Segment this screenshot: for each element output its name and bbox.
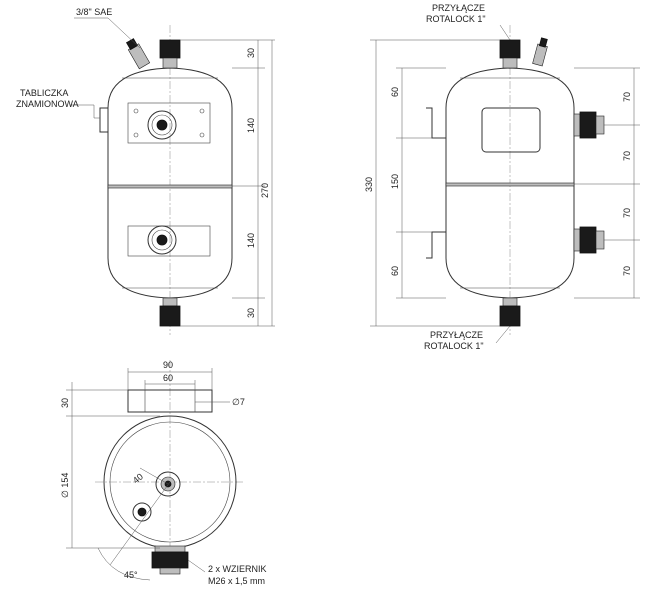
- plan-view: 90 60 ∅7 30 ∅ 154 40 45° 2 x WZIERNIK M2…: [60, 360, 267, 586]
- side-dim-glass2-top: 70: [622, 208, 632, 218]
- plan-dim-angle: 45°: [124, 570, 138, 580]
- upper-sight-plate: [127, 102, 211, 144]
- name-plate: [99, 107, 109, 133]
- sae-label: 3/8" SAE: [76, 7, 112, 17]
- side-dim-bracket-bottom: 60: [390, 266, 400, 276]
- front-bottom-rotalock: [159, 305, 181, 327]
- side-top-rotalock: [499, 39, 521, 59]
- conn-bottom-line2: ROTALOCK 1": [424, 341, 484, 351]
- side-dim-glass1-bottom: 70: [622, 151, 632, 161]
- plate-label-line1: TABLICZKA: [20, 88, 68, 98]
- side-bottom-rotalock: [499, 305, 521, 327]
- front-dim-overall: 270: [260, 183, 270, 198]
- side-bracket-lower: [426, 231, 446, 259]
- plan-dim-hole: ∅7: [232, 397, 245, 407]
- conn-bottom-line1: PRZYŁĄCZE: [430, 330, 483, 340]
- plan-rotalock: [155, 471, 181, 497]
- sight-label-line1: 2 x WZIERNIK: [208, 564, 267, 574]
- conn-top-line2: ROTALOCK 1": [426, 14, 486, 24]
- front-view: 3/8" SAE TABLICZKA ZNAMIONOWA 30 140 140…: [16, 7, 275, 335]
- side-lower-sight-glass: [579, 226, 597, 254]
- lower-sight-glass: [147, 225, 177, 255]
- plan-sight-glass: [151, 551, 189, 569]
- lower-sight-plate: [127, 225, 211, 257]
- front-vessel-outline: [107, 67, 233, 299]
- side-bracket-upper: [426, 107, 446, 139]
- front-dim-lower: 140: [246, 233, 256, 248]
- sight-label-line2: M26 x 1,5 mm: [208, 576, 265, 586]
- plan-vessel-inner: [109, 421, 231, 543]
- plan-dim-bracket-height: 30: [60, 398, 70, 408]
- side-window: [481, 107, 541, 153]
- front-top-rotalock: [159, 39, 181, 59]
- plan-dim-radius: 40: [131, 471, 145, 485]
- sae-fitting: [125, 38, 151, 70]
- side-weld-seam: [445, 182, 575, 187]
- conn-top-line1: PRZYŁĄCZE: [432, 3, 485, 13]
- upper-sight-glass: [147, 110, 177, 140]
- plan-dim-bracket-outer: 90: [163, 360, 173, 370]
- side-dim-overall: 330: [364, 177, 374, 192]
- front-weld-seam: [107, 184, 233, 189]
- side-view: PRZYŁĄCZE ROTALOCK 1" PRZYŁĄCZE ROTALOCK…: [364, 3, 640, 351]
- side-dim-bracket-top: 60: [390, 87, 400, 97]
- side-vessel-outline: [445, 67, 575, 299]
- plan-dim-bracket-inner: 60: [163, 373, 173, 383]
- plan-bracket: [127, 389, 213, 413]
- side-dim-glass1-top: 70: [622, 92, 632, 102]
- front-dim-bottom: 30: [246, 308, 256, 318]
- side-dim-glass2-bottom: 70: [622, 266, 632, 276]
- side-upper-sight-glass: [579, 111, 597, 139]
- front-dim-top: 30: [246, 48, 256, 58]
- plan-dim-diameter: ∅ 154: [60, 473, 70, 498]
- front-dim-upper: 140: [246, 118, 256, 133]
- plate-label-line2: ZNAMIONOWA: [16, 99, 79, 109]
- side-dim-between: 150: [390, 174, 400, 189]
